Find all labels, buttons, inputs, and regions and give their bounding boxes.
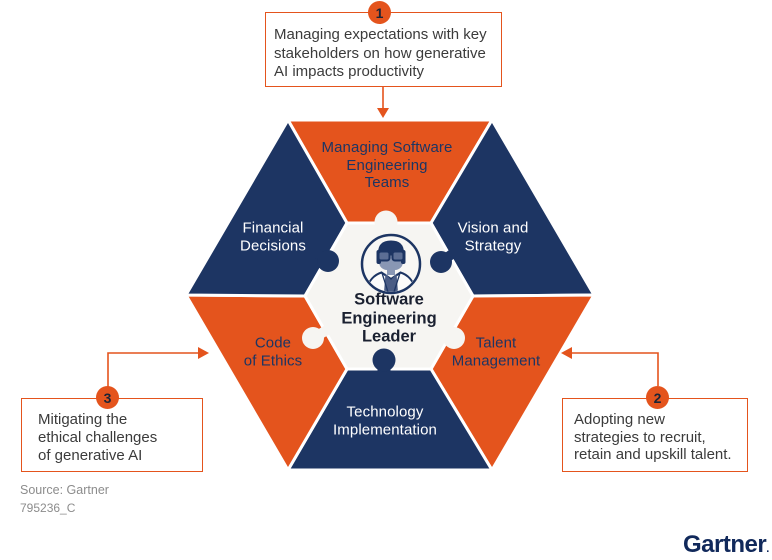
callout-3-box: Mitigating the ethical challenges of gen… (21, 398, 203, 472)
engineer-avatar-icon (360, 233, 422, 295)
puzzle-knob-bottom (372, 348, 396, 372)
callout-2-box: Adopting new strategies to recruit, reta… (562, 398, 748, 472)
connector-3-line (107, 352, 199, 387)
puzzle-knob-upper-left (317, 250, 339, 272)
segment-label-talent-management: Talent Management (451, 334, 541, 370)
segment-label-financial-decisions: Financial Decisions (240, 219, 306, 255)
gartner-logo-text: Gartner (683, 531, 767, 558)
puzzle-knob-lower-right (443, 327, 465, 349)
segment-label-code-of-ethics: Code of Ethics (243, 334, 303, 370)
callout-2-badge: 2 (646, 386, 669, 409)
segment-label-managing-teams: Managing Software Engineering Teams (321, 138, 453, 191)
center-title: Software Engineering Leader (341, 290, 437, 346)
callout-1-text: Managing expectations with key stakehold… (274, 26, 487, 80)
gartner-logo: Gartner. (683, 531, 769, 559)
puzzle-knob-lower-left (302, 327, 324, 349)
callout-2-text: Adopting new strategies to recruit, reta… (574, 411, 732, 463)
segment-label-technology-implementation: Technology Implementation (333, 403, 437, 439)
segment-label-vision-strategy: Vision and Strategy (457, 219, 529, 255)
callout-3-text: Mitigating the ethical challenges of gen… (38, 411, 158, 464)
puzzle-knob-upper-right (430, 251, 452, 273)
connector-1-arrow-down-icon (377, 108, 389, 118)
callout-3-badge: 3 (96, 386, 119, 409)
gartner-logo-mark: . (766, 543, 769, 555)
callout-1-box: Managing expectations with key stakehold… (265, 12, 502, 87)
puzzle-knob-top (374, 210, 398, 234)
connector-2-line (571, 352, 659, 386)
document-id: 795236_C (20, 501, 76, 515)
source-text: Source: Gartner (20, 483, 109, 497)
connector-3-arrow-right-icon (198, 347, 209, 359)
callout-1-badge: 1 (368, 1, 391, 24)
connector-2-arrow-left-icon (561, 347, 572, 359)
